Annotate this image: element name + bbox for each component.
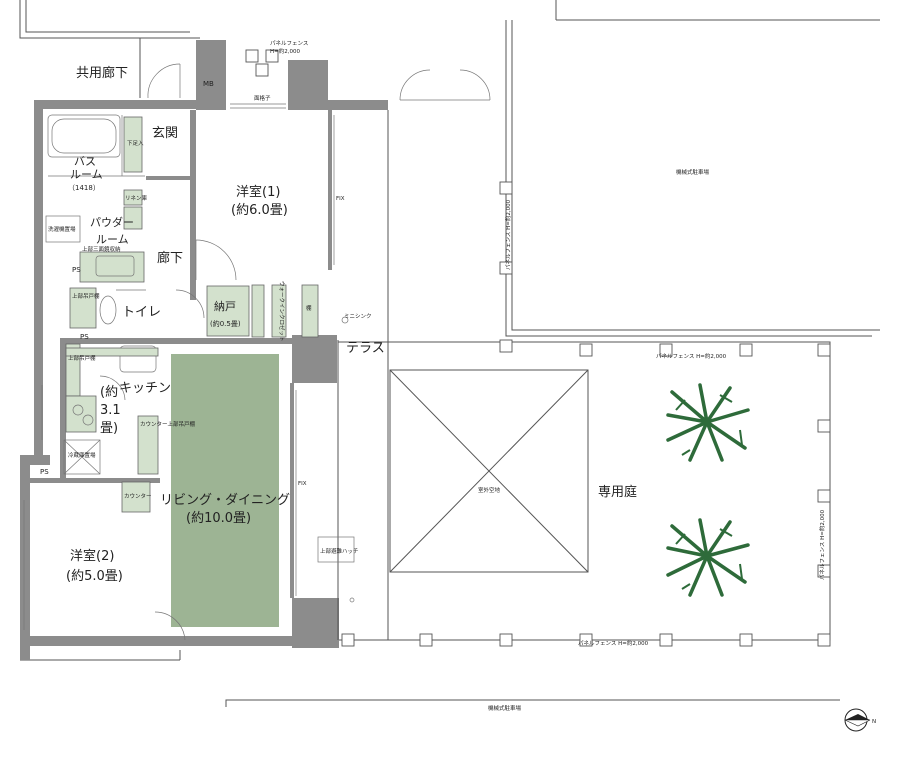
washer-label: 洗濯機置場 <box>48 225 76 233</box>
skylight-label: 室外空地 <box>478 486 501 494</box>
fence-mid-label: パネルフェンス H=約2,000 <box>656 352 727 360</box>
common-corridor-label: 共用廊下 <box>76 65 128 81</box>
fence-top-label-1: パネルフェンス <box>270 40 308 47</box>
toilet-label: トイレ <box>122 305 161 320</box>
walls <box>20 40 388 660</box>
bath-label-1: バス <box>74 155 96 168</box>
kitchen-size-label-2: 3.1 <box>100 403 121 418</box>
kitchen-size-label-3: 畳) <box>100 421 118 436</box>
western1-size-label: (約6.0畳) <box>231 203 288 218</box>
bath-label-2: ルーム <box>70 168 103 181</box>
terrace-label: テラス <box>346 341 385 356</box>
fence-left-label: パネルフェンス H=約2,000 <box>504 199 512 270</box>
evac-hatch-label: 上部避難ハッチ <box>320 547 359 555</box>
shoe-closet-label: 下足入 <box>127 140 144 147</box>
terrace-area <box>337 110 389 640</box>
gate <box>245 49 491 101</box>
mini-sink-label: ミニシンク <box>344 313 372 320</box>
kitchen-size-label-1: (約 <box>100 385 118 400</box>
kitchen-storage-label: 上部吊戸棚 <box>68 354 96 362</box>
compass-icon <box>844 708 871 732</box>
kitchen-label: キッチン <box>119 381 171 396</box>
ps-label-3: PS <box>40 468 49 476</box>
ldk-size-label: (約10.0畳) <box>186 511 251 526</box>
fix-label-2: FIX <box>298 481 307 487</box>
storage-label: 納戸 <box>214 300 236 313</box>
walkin-closet-label: ウォークインクロゼット <box>278 281 286 342</box>
ldk-floor <box>171 354 279 627</box>
fence-right-label: パネルフェンス H=約2,000 <box>818 509 826 580</box>
compass-label: N <box>872 719 876 725</box>
windows <box>23 103 335 630</box>
ps-label-1: PS <box>72 266 81 274</box>
site-lines <box>19 0 880 707</box>
counter-label: カウンター <box>124 492 152 500</box>
doors <box>99 63 237 641</box>
labels: 共用廊下 MB 玄関 下足入 バス ルーム （1418） リネン庫 パウダー ル… <box>40 40 876 725</box>
powder-label-2: ルーム <box>96 233 129 246</box>
private-garden-label: 専用庭 <box>598 484 637 500</box>
toilet-storage-label: 上部吊戸棚 <box>72 292 100 300</box>
corridor-label: 廊下 <box>157 250 183 266</box>
linen-label: リネン庫 <box>125 194 148 202</box>
fixtures <box>45 114 355 563</box>
ldk-label: リビング・ダイニング <box>160 493 290 508</box>
open-space <box>389 369 589 573</box>
parking-bottom-label: 機械式駐車場 <box>488 704 522 712</box>
powder-label-1: パウダー <box>90 215 134 229</box>
fridge-label: 冷蔵庫置場 <box>68 451 96 459</box>
fence-bottom-label: パネルフェンス H=約2,000 <box>578 639 649 647</box>
mb-label: MB <box>203 80 214 88</box>
counter-upper-label: カウンター上部吊戸棚 <box>140 420 196 428</box>
tree-icon <box>666 383 750 597</box>
parking-top-label: 機械式駐車場 <box>676 168 710 176</box>
fence-top-label-2: H=約2,000 <box>270 47 300 55</box>
tree-icon <box>675 394 743 590</box>
storage-size-label: (約0.5畳) <box>210 319 241 328</box>
fix-label-1: FIX <box>336 196 345 202</box>
western2-label: 洋室(2) <box>70 548 114 564</box>
fence-posts <box>341 181 831 647</box>
ps-label-2: PS <box>80 333 89 341</box>
western2-size-label: (約5.0畳) <box>66 569 123 584</box>
upper-cabinet-label: 上部三面鏡収納 <box>82 245 121 253</box>
entrance-label: 玄関 <box>152 126 178 141</box>
partition-label: 面格子 <box>254 94 271 102</box>
western1-label: 洋室(1) <box>236 184 280 200</box>
shelf-label: 棚 <box>306 304 312 312</box>
bath-size-label: （1418） <box>68 184 100 192</box>
